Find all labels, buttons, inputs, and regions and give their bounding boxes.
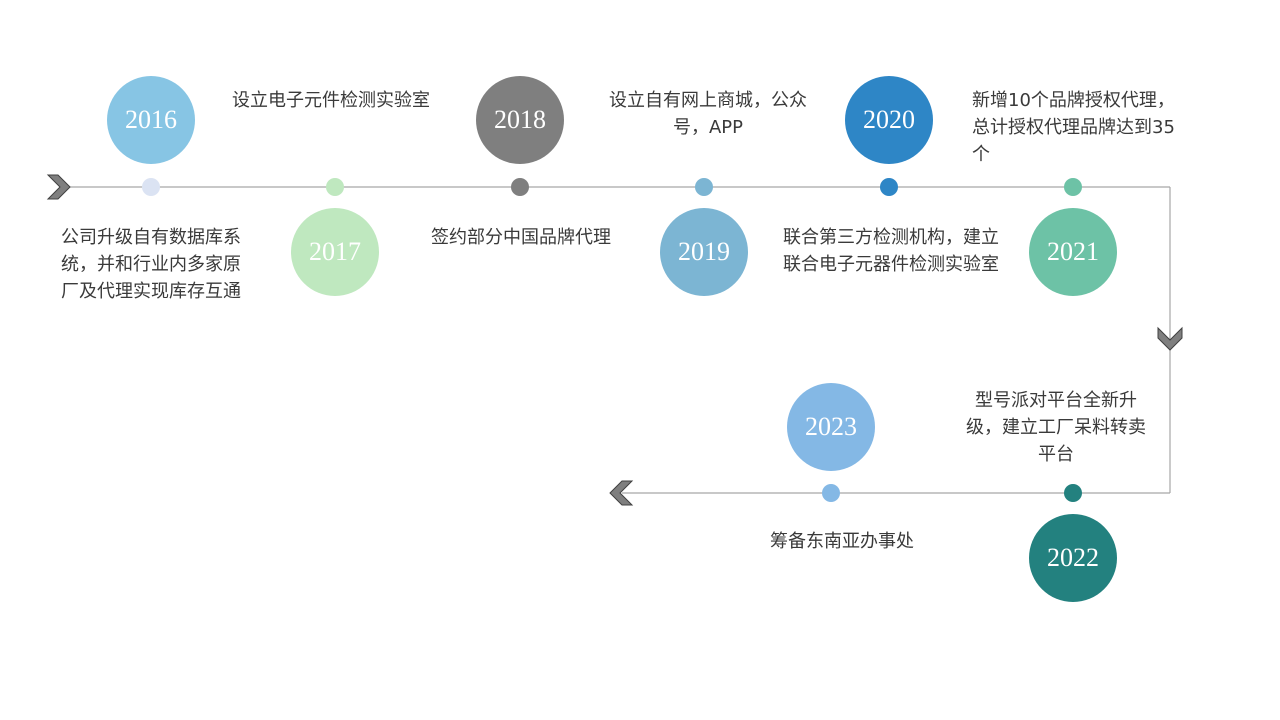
- event-text-2016: 公司升级自有数据库系统，并和行业内多家原厂及代理实现库存互通: [61, 227, 241, 302]
- start-chevron-icon: [46, 174, 71, 200]
- timeline-dot-2021: [1064, 178, 1082, 196]
- event-text-2017: 设立电子元件检测实验室: [232, 90, 430, 111]
- event-text-2019: 设立自有网上商城，公众号，APP: [609, 90, 807, 138]
- end-chevron-icon: [609, 480, 634, 506]
- year-circle-2022: 2022: [1029, 514, 1117, 602]
- timeline-dot-2019: [695, 178, 713, 196]
- year-circle-2019: 2019: [660, 208, 748, 296]
- year-circle-2020: 2020: [845, 76, 933, 164]
- timeline-dot-2016: [142, 178, 160, 196]
- year-circle-2018: 2018: [476, 76, 564, 164]
- event-text-2021: 新增10个品牌授权代理，总计授权代理品牌达到35个: [972, 90, 1175, 165]
- year-circle-2021: 2021: [1029, 208, 1117, 296]
- event-text-2022: 型号派对平台全新升级，建立工厂呆料转卖平台: [966, 390, 1146, 465]
- timeline-dot-2017: [326, 178, 344, 196]
- event-text-2020: 联合第三方检测机构，建立联合电子元器件检测实验室: [783, 227, 999, 275]
- year-circle-2017: 2017: [291, 208, 379, 296]
- timeline-dot-2018: [511, 178, 529, 196]
- down-chevron-icon: [1157, 326, 1183, 351]
- year-circle-2016: 2016: [107, 76, 195, 164]
- year-circle-2023: 2023: [787, 383, 875, 471]
- timeline-dot-2020: [880, 178, 898, 196]
- timeline-dot-2023: [822, 484, 840, 502]
- event-text-2023: 筹备东南亚办事处: [770, 531, 914, 552]
- timeline-dot-2022: [1064, 484, 1082, 502]
- event-text-2018: 签约部分中国品牌代理: [431, 227, 611, 248]
